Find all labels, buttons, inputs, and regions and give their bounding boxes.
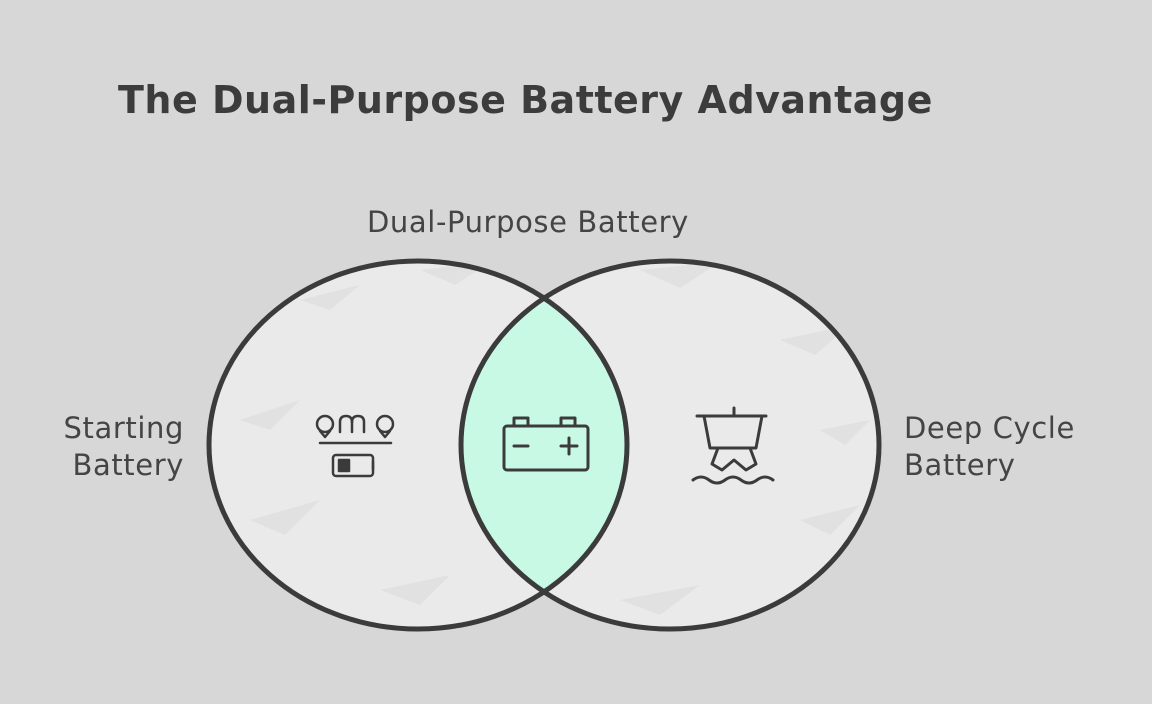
intersection-label: Dual-Purpose Battery <box>367 205 689 239</box>
diagram-title: The Dual-Purpose Battery Advantage <box>118 78 933 122</box>
right-circle-label-line1: Deep Cycle <box>904 411 1075 445</box>
right-circle-label-line2: Battery <box>904 448 1016 482</box>
car-battery-icon <box>502 416 590 472</box>
engine-start-battery-icon <box>315 414 395 478</box>
left-circle-outline <box>206 258 630 632</box>
left-circle-label-line2: Battery <box>72 448 184 482</box>
right-circle-outline <box>458 258 882 632</box>
boat-icon <box>691 406 775 485</box>
intersection-fill <box>461 261 627 629</box>
left-circle-label: Starting Battery <box>48 410 184 484</box>
right-circle-label: Deep Cycle Battery <box>904 410 1075 484</box>
left-circle-label-line1: Starting <box>63 411 184 445</box>
sketch-texture <box>240 262 870 615</box>
